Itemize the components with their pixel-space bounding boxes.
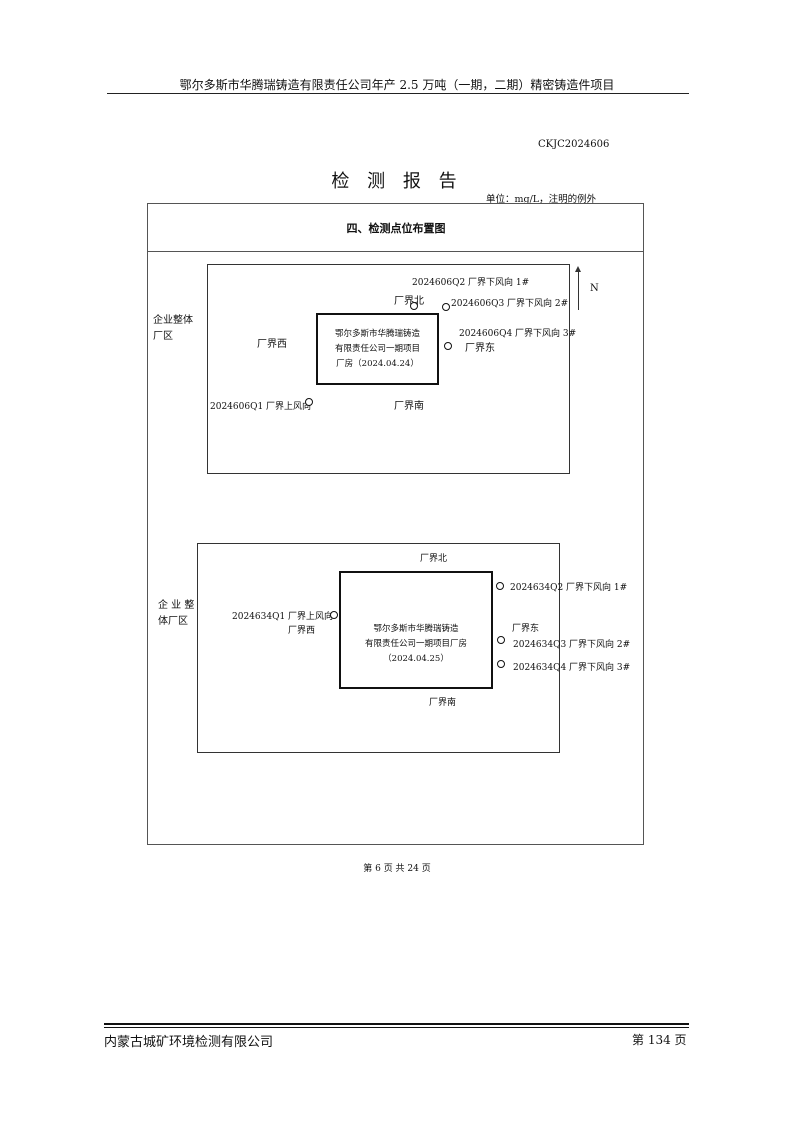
- footer-company: 内蒙古城矿环境检测有限公司: [104, 1035, 274, 1050]
- map2-point-q4-label: 2024634Q4 厂界下风向 3#: [513, 663, 631, 673]
- map2-area-label: 企 业 整 体厂区: [158, 600, 195, 627]
- frame-divider: [148, 251, 644, 252]
- north-arrow-line: [578, 270, 579, 310]
- map1-point-q4-marker: [444, 342, 452, 350]
- map1-area-label: 企业整体 厂区: [153, 315, 193, 342]
- map2-building: [339, 571, 493, 689]
- page-number: 第 6 页 共 24 页: [363, 864, 431, 874]
- map2-point-q2-marker: [496, 582, 504, 590]
- map2-point-q1-label: 2024634Q1 厂界上风向: [232, 612, 334, 622]
- header-divider: [107, 93, 689, 94]
- footer-divider: [104, 1023, 689, 1025]
- report-code: CKJC2024606: [538, 139, 610, 150]
- map2-north-label: 厂界北: [420, 554, 448, 564]
- map1-point-q3-marker: [442, 303, 450, 311]
- map2-point-q3-marker: [497, 636, 505, 644]
- map1-point-q2-marker: [410, 302, 418, 310]
- map2-building-label: 鄂尔多斯市华腾瑞铸造 有限责任公司一期项目厂房 （2024.04.25）: [364, 624, 467, 664]
- map1-point-q1-marker: [305, 398, 313, 406]
- map1-site-boundary: [207, 264, 570, 474]
- map1-east-label: 厂界东: [465, 343, 495, 354]
- map1-point-q3-label: 2024606Q3 厂界下风向 2#: [451, 299, 569, 309]
- unit-note: 单位：mg/L，注明的例外: [486, 194, 597, 205]
- map1-building-label: 鄂尔多斯市华腾瑞铸造 有限责任公司一期项目 厂房（2024.04.24）: [334, 329, 420, 369]
- map1-point-q2-label: 2024606Q2 厂界下风向 1#: [412, 278, 530, 288]
- map1-north-label: 厂界北: [394, 296, 424, 307]
- map2-point-q4-marker: [497, 660, 505, 668]
- map2-east-label: 厂界东: [512, 624, 540, 634]
- map2-site-boundary: [197, 543, 560, 753]
- map1-building: [316, 313, 439, 385]
- north-label: N: [590, 283, 599, 294]
- north-arrow-icon: [575, 266, 581, 272]
- map1-point-q4-label: 2024606Q4 厂界下风向 3#: [459, 329, 577, 339]
- report-frame: [147, 203, 644, 845]
- section-title: 四、检测点位布置图: [346, 222, 446, 235]
- map2-point-q1-marker: [330, 611, 338, 619]
- map2-point-q3-label: 2024634Q3 厂界下风向 2#: [513, 640, 631, 650]
- footer-page: 第 134 页: [632, 1033, 687, 1047]
- map1-point-q1-label: 2024606Q1 厂界上风向: [210, 402, 312, 412]
- map2-south-label: 厂界南: [429, 698, 457, 708]
- map1-south-label: 厂界南: [394, 401, 424, 412]
- map2-point-q2-label: 2024634Q2 厂界下风向 1#: [510, 583, 628, 593]
- footer-divider-thin: [104, 1027, 689, 1028]
- map1-west-label: 厂界西: [257, 339, 287, 350]
- map2-west-label: 厂界西: [288, 626, 316, 636]
- report-title: 检 测 报 告: [331, 171, 463, 192]
- header-title: 鄂尔多斯市华腾瑞铸造有限责任公司年产 2.5 万吨（一期，二期）精密铸造件项目: [179, 78, 615, 92]
